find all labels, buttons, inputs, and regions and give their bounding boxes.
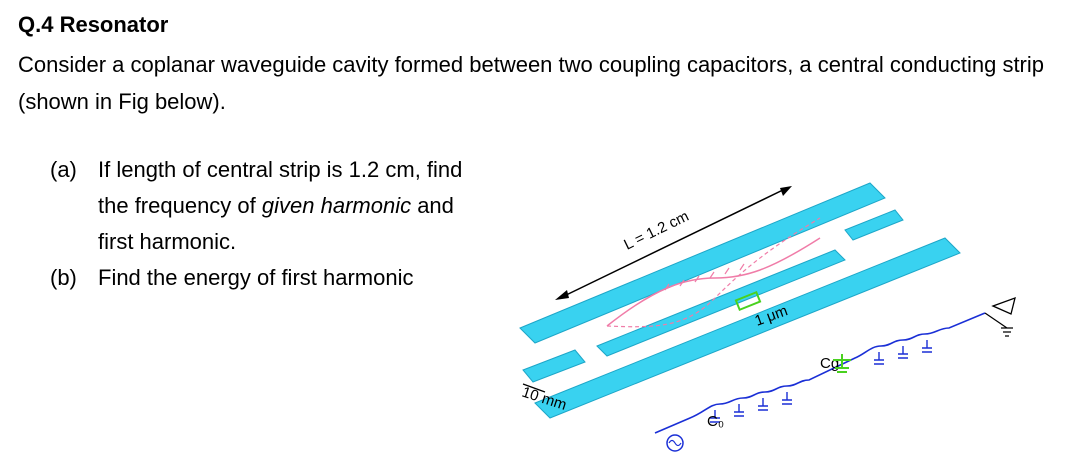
circuit-wire	[654, 312, 986, 434]
standing-wave-a	[606, 237, 821, 327]
part-a-label: (a)	[50, 157, 77, 182]
standing-wave-b	[606, 217, 821, 328]
capacitor-ladder	[710, 340, 932, 423]
part-b: (b) Find the energy of first harmonic	[50, 260, 518, 296]
part-b-text: Find the energy of first harmonic	[98, 265, 414, 290]
resonator-diagram: L = 1.2 cm 1 μm 10 mm C₀ Cg	[519, 182, 1016, 452]
right-coupling-pad	[844, 209, 904, 241]
question-title: Q.4 Resonator	[18, 12, 169, 37]
part-a-text-before: If length of central strip is 1.2 cm, fi…	[98, 157, 463, 218]
cg-label: Cg	[820, 355, 839, 372]
length-arrow-head-left	[555, 290, 569, 300]
length-arrow	[559, 187, 788, 299]
length-arrow-head-right	[780, 186, 792, 196]
length-label: L = 1.2 cm	[621, 208, 691, 254]
part-a-text-em: given harmonic	[261, 193, 412, 218]
top-ground-strip	[519, 182, 886, 344]
question-intro: Consider a coplanar waveguide cavity for…	[18, 52, 1045, 114]
part-a-text: If length of central strip is 1.2 cm, fi…	[98, 152, 468, 260]
gap-highlight	[734, 290, 762, 312]
qubit-element	[833, 354, 851, 373]
ground-icon	[984, 312, 1013, 337]
resonator-figure: L = 1.2 cm 1 μm 10 mm C₀ Cg	[515, 178, 1035, 468]
left-coupling-pad	[522, 349, 586, 383]
bottom-ground-strip	[534, 237, 961, 419]
ac-source-icon	[666, 434, 684, 452]
ac-source-wave	[668, 439, 682, 447]
part-a: (a) If length of central strip is 1.2 cm…	[50, 152, 518, 260]
part-b-label: (b)	[50, 265, 77, 290]
output-port-icon	[991, 296, 1016, 315]
standing-wave-field-arrows	[664, 263, 745, 291]
central-strip	[596, 249, 846, 357]
c0-label: C₀	[707, 413, 724, 430]
question-parts: (a) If length of central strip is 1.2 cm…	[50, 152, 518, 296]
width-arrow	[522, 383, 546, 393]
part-a-text-after: and first harmonic.	[98, 193, 454, 254]
